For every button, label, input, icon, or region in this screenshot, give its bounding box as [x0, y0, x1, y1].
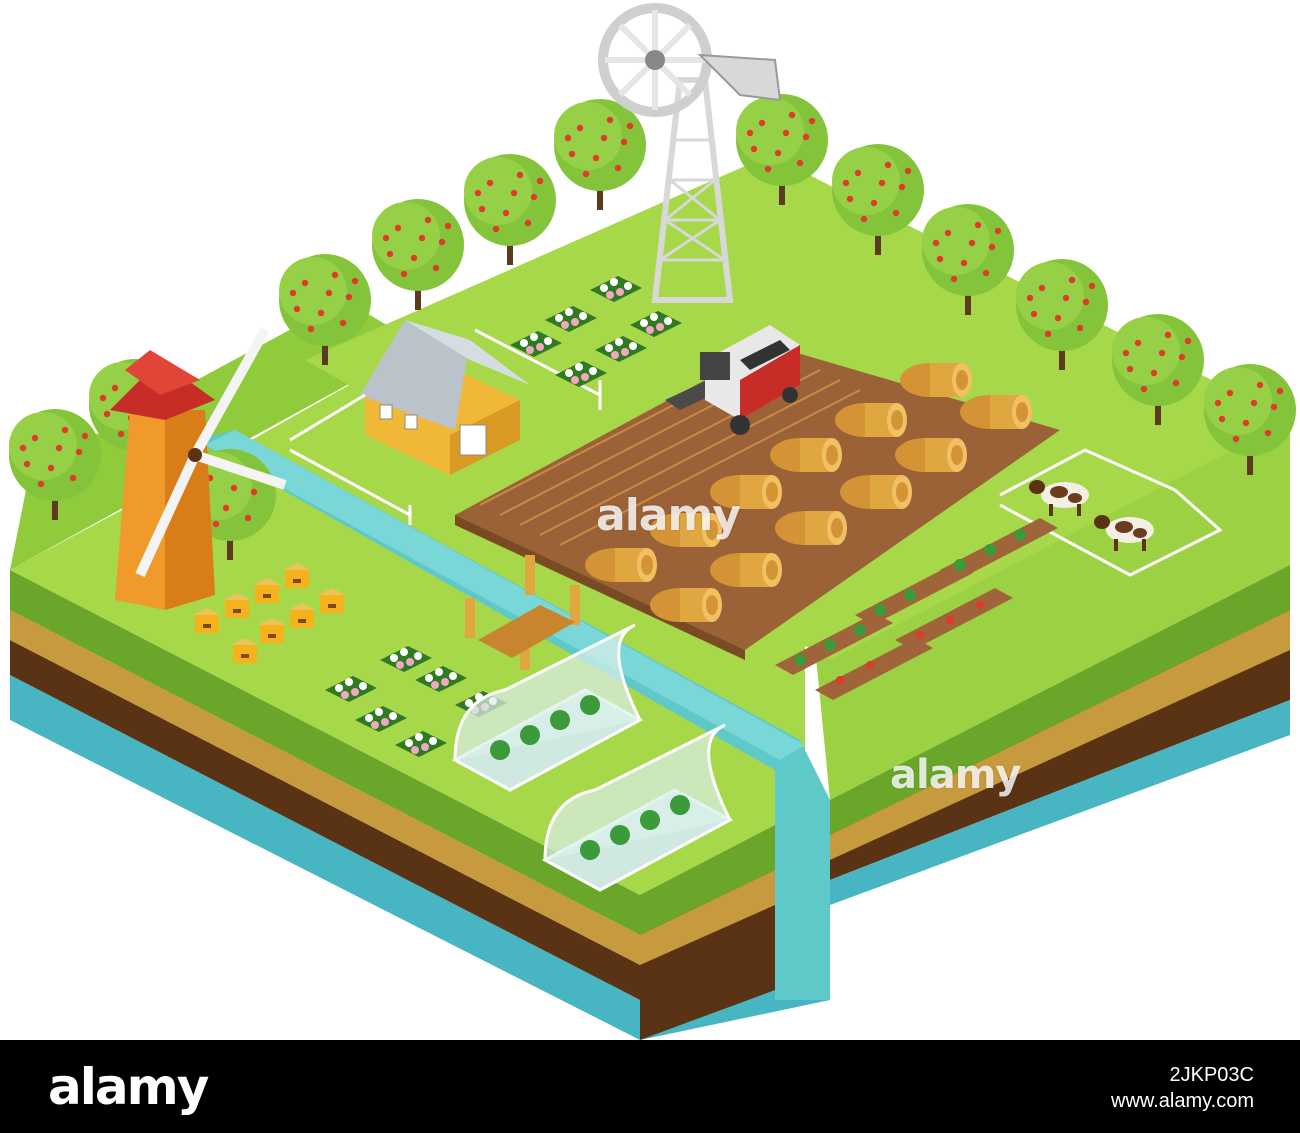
windmill-icon — [110, 327, 287, 610]
image-credit: 2JKP03C www.alamy.com — [1111, 1062, 1254, 1114]
site-url: www.alamy.com — [1111, 1090, 1254, 1112]
vegetable-beds — [775, 518, 1058, 700]
bridge — [465, 555, 580, 670]
wind-pump-icon — [598, 3, 782, 303]
stock-credit-bar: alamy 2JKP03C www.alamy.com — [0, 1040, 1300, 1133]
greenhouse-icon — [451, 623, 734, 892]
harvester-icon — [665, 325, 800, 435]
ground-layers — [10, 565, 1290, 1040]
farmhouse-icon — [360, 320, 530, 475]
farm-isometric-scene — [9, 3, 1296, 1040]
image-id: 2JKP03C — [1169, 1064, 1255, 1086]
watermark: alamy — [890, 752, 1021, 798]
alamy-logo: alamy — [48, 1058, 209, 1116]
watermark: alamy — [596, 490, 741, 541]
river — [195, 430, 830, 1000]
